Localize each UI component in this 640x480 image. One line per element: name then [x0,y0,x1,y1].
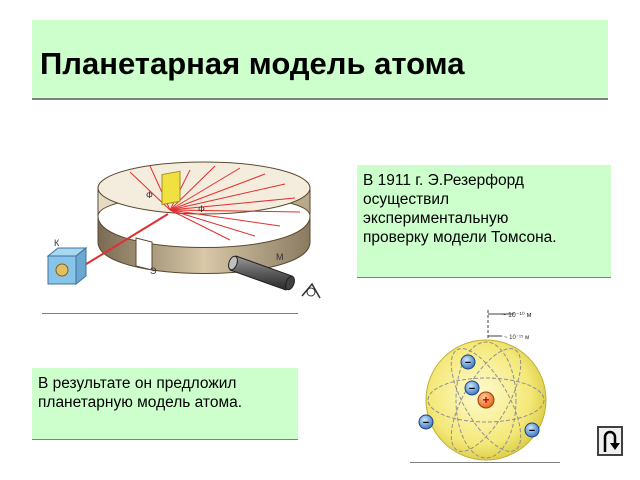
electron-sign: − [529,425,535,437]
rutherford-experiment-figure: К Ф Ф Э М [40,148,330,310]
scattered-rays [129,165,301,241]
text-box-model: В результате он предложил планетарную мо… [32,368,298,440]
atom-size-label: ~ 10⁻¹⁰ м [502,311,532,319]
label-foil: Ф [146,190,153,200]
microscope [228,255,321,299]
u-turn-arrow-icon [603,430,620,452]
planetary-atom-figure: ~ 10⁻¹⁰ м ~ 10⁻¹⁵ м + − − − − [410,304,560,462]
text-line: планетарную модель атома. [38,394,243,411]
text-line: осуществил [363,191,450,208]
label-foil-2: Ф [198,204,205,214]
label-source: К [54,238,60,248]
text-box-experiment: В 1911 г. Э.Резерфорд осуществил экспери… [357,165,611,278]
text-line: В результате он предложил [38,375,237,392]
figure-2-underline [410,462,560,463]
text-line: экспериментальную [363,210,509,227]
title-box: Планетарная модель атома [32,20,608,100]
nucleus-size-label: ~ 10⁻¹⁵ м [504,334,529,341]
slide-title: Планетарная модель атома [40,46,465,81]
nucleus-sign: + [482,393,489,407]
atom-illustration: ~ 10⁻¹⁰ м ~ 10⁻¹⁵ м + − − − − [418,310,547,461]
label-screen: Э [150,266,157,276]
experiment-illustration: К Ф Ф Э М [46,161,321,299]
ring-top-ellipse [97,161,311,215]
return-button[interactable] [597,426,623,456]
ring-front-wall [97,215,311,274]
label-microscope: М [276,252,284,262]
electron-sign: − [469,383,475,395]
electron-sign: − [465,357,471,369]
ring-slit [135,237,153,271]
nucleus [477,391,495,409]
gold-foil [161,170,181,206]
text-line: проверку модели Томсона. [363,229,557,246]
radioactive-source [46,246,88,286]
figure-1-underline [42,313,298,314]
electron-sign: − [423,417,429,429]
text-line: В 1911 г. Э.Резерфорд [363,172,524,189]
electrons: − − − − [418,354,540,438]
